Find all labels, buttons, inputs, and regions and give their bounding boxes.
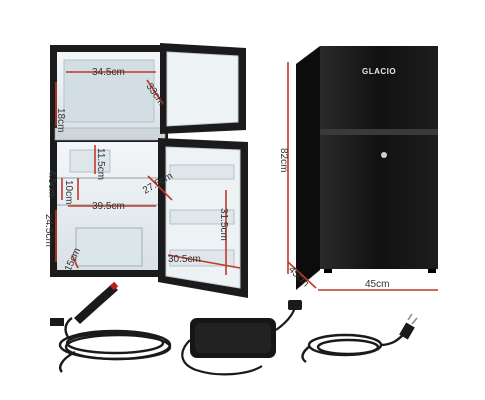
dim-label-interior-mid-height: 11.5cm (95, 148, 106, 180)
freezer-tray (63, 59, 155, 123)
car-adapter-cable (50, 281, 172, 373)
adapter-plug (288, 300, 302, 310)
car-plug-tip (109, 281, 119, 291)
dim-label-interior-top-height: 18cm (55, 108, 66, 132)
closed-fridge-side (296, 46, 320, 290)
foot-right (428, 269, 436, 273)
cable-connector (50, 318, 64, 326)
car-plug (74, 284, 118, 324)
dim-label-interior-bottom-height: 24.5cm (43, 214, 54, 247)
door-shelf-1 (169, 164, 235, 180)
dim-label-outer-height: 82cm (278, 148, 289, 172)
door-handle-groove (320, 129, 438, 135)
adapter-brick-face (195, 323, 271, 353)
dim-label-door-lower-height: 31.5cm (218, 208, 229, 241)
foot-left (324, 269, 332, 273)
lock-icon (381, 152, 387, 158)
brand-logo: GLACIO (362, 67, 396, 76)
door-shelf-3 (169, 249, 235, 267)
mains-plug (399, 322, 415, 340)
open-fridge-dimension-lines (55, 71, 241, 275)
crisper-drawer (75, 227, 143, 267)
dim-label-outer-width: 45cm (365, 279, 389, 290)
closed-fridge-dimension-lines (287, 62, 438, 291)
ac-power-adapter (181, 300, 302, 376)
dim-label-interior-bottom-width: 39.5cm (92, 201, 125, 212)
closed-fridge: GLACIO 82cm 45cm 45cm (278, 46, 438, 291)
mains-power-cord (301, 313, 418, 363)
dim-label-interior-small-height2: 10cm (63, 180, 74, 204)
freezer-door-inner (166, 51, 239, 127)
closed-fridge-door (320, 135, 438, 269)
compartment-divider (54, 127, 166, 141)
dim-label-door-bottom-width: 30.5cm (168, 254, 201, 265)
dim-label-interior-small-height: 4.5cm (46, 170, 57, 197)
door-shelf-2 (169, 209, 235, 225)
open-fridge: 34.5cm 18cm 33cm 11.5cm 4.5cm 10cm 27.5c… (43, 43, 248, 298)
closed-freezer-door (320, 46, 438, 129)
dim-label-interior-top-width: 34.5cm (92, 67, 125, 78)
interior-light-housing (69, 149, 111, 173)
